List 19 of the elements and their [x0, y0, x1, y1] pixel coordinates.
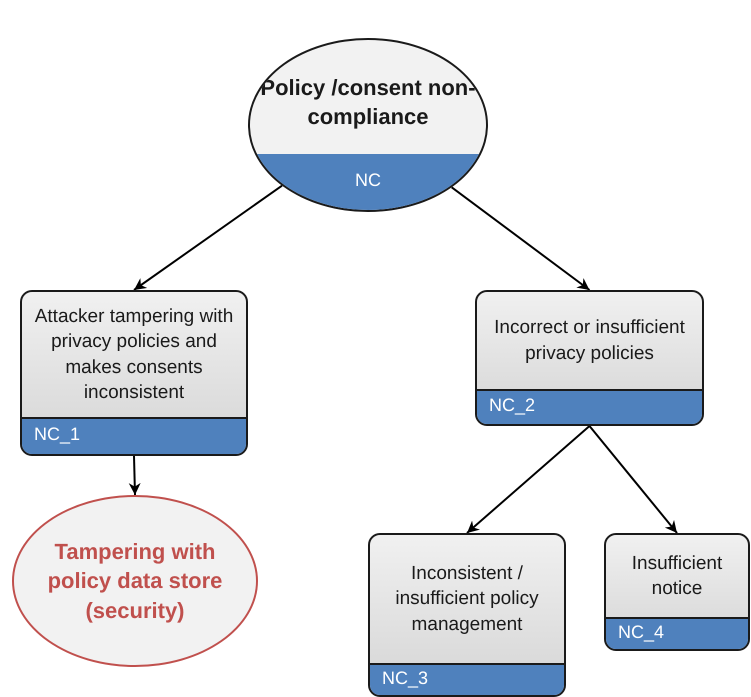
node-title: Incorrect or insufficient privacy policies — [493, 316, 686, 366]
node-title: Attacker tampering with privacy policies and makes consents inconsistent — [34, 305, 234, 405]
process-box — [20, 290, 248, 456]
process-box — [475, 290, 704, 426]
node-title: Inconsistent / insufficient policy management — [394, 562, 540, 637]
arrow — [451, 186, 590, 291]
arrow — [133, 184, 283, 291]
process-box — [368, 533, 566, 697]
process-box — [604, 533, 750, 651]
id-band: NC_3 — [370, 663, 564, 695]
arrow — [588, 425, 678, 534]
id-band: NC_1 — [22, 417, 246, 454]
arrow — [466, 425, 590, 534]
node-title: Policy /consent non-compliance — [260, 74, 476, 131]
node-title: Tampering with policy data store (security) — [46, 538, 224, 625]
node-title: Insufficient notice — [630, 552, 724, 601]
arrow — [128, 456, 141, 496]
id-band: NC_2 — [477, 389, 702, 424]
id-band: NC_4 — [606, 617, 748, 649]
